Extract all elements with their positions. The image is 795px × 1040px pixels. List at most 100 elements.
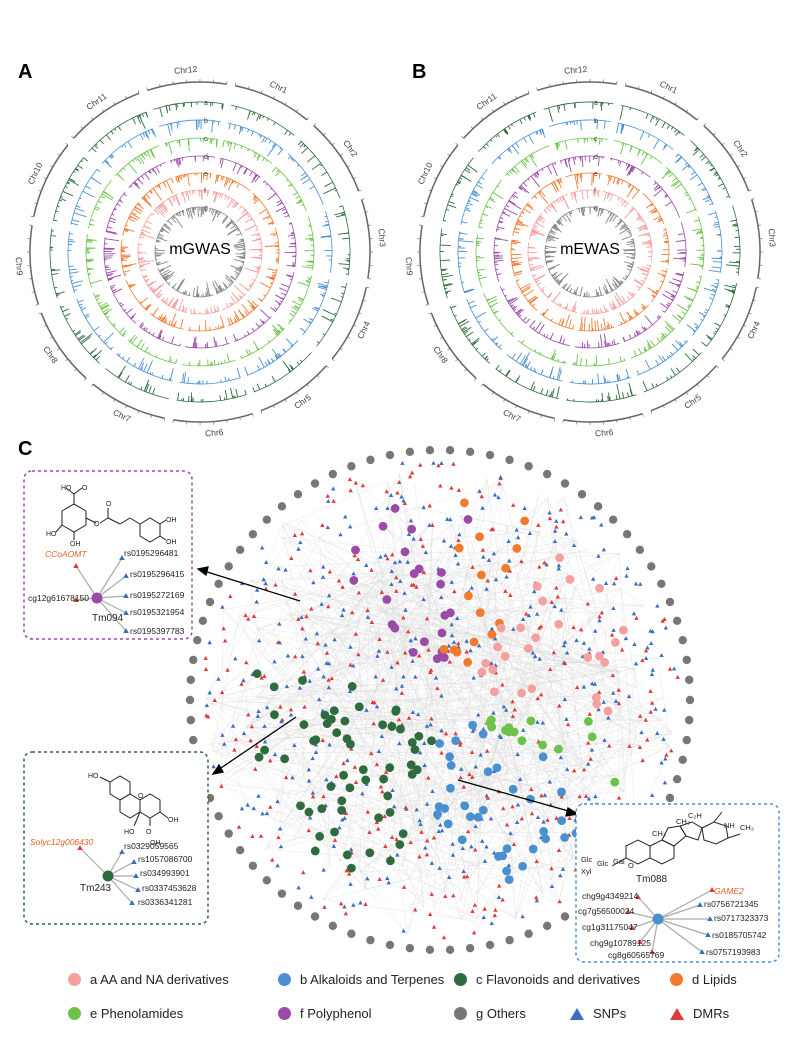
feature-triangle [401,674,406,679]
feature-triangle [383,553,388,558]
track-letter: a [594,100,598,107]
feature-triangle [350,610,355,615]
metabolite-node [524,929,533,938]
feature-triangle [390,552,395,557]
feature-triangle [497,733,502,738]
atom-label: HO [124,829,135,836]
metabolite-node [440,804,450,813]
feature-triangle [581,640,587,645]
feature-triangle [492,492,498,497]
feature-triangle [400,460,405,465]
feature-triangle [365,614,371,619]
feature-triangle [512,707,517,712]
metabolite-node [577,490,587,499]
feature-triangle [283,775,289,780]
feature-triangle [341,761,346,766]
metabolite-node [361,775,371,785]
feature-triangle [558,507,563,512]
metabolite-node [493,642,502,652]
feature-triangle [596,707,601,712]
feature-triangle [336,578,342,583]
feature-triangle [339,613,345,618]
feature-triangle [378,554,383,559]
feature-triangle [239,681,244,686]
feature-triangle [478,752,483,757]
feature-triangle [629,925,635,930]
feature-triangle [471,675,476,680]
feature-triangle [369,567,374,572]
feature-triangle [507,568,513,573]
feature-triangle [320,738,325,743]
feature-triangle [320,574,326,579]
circos-center-label-mewas: mEWAS [560,241,620,258]
feature-triangle [275,863,280,868]
feature-triangle [616,701,622,706]
metabolite-node [293,490,303,499]
feature-triangle [412,907,418,912]
metabolite-node [309,736,318,746]
feature-triangle [351,902,356,907]
feature-triangle [485,795,491,800]
chromosome-label: Chr1 [658,79,679,96]
metabolite-node [504,875,514,885]
metabolite-node [427,736,436,746]
feature-triangle [216,676,221,681]
feature-triangle [321,867,326,872]
metabolite-node [492,763,502,773]
legend-dot-g [454,1007,467,1020]
feature-triangle [380,677,386,682]
feature-triangle [514,527,519,532]
feature-triangle [556,563,562,568]
feature-triangle [534,859,539,864]
feature-triangle [661,736,666,741]
atom-label: O [106,501,112,508]
feature-triangle [321,794,326,799]
metabolite-node [524,462,533,471]
chromosome-arc [29,225,40,305]
feature-triangle [591,515,597,520]
feature-triangle [259,545,265,550]
feature-triangle [709,887,715,892]
metabolite-node [678,635,687,645]
feature-triangle [358,900,363,905]
feature-triangle [649,671,655,676]
chromosome-label: Chr11 [84,91,108,112]
metabolite-node [555,553,565,563]
metabolite-node [326,782,336,791]
atom-label: HO [46,531,57,538]
feature-triangle [326,498,331,503]
feature-triangle [449,622,454,627]
feature-triangle [430,522,435,527]
feature-triangle [225,667,230,672]
feature-triangle [565,722,571,727]
feature-triangle [453,731,458,736]
metabolite-node [193,635,202,645]
feature-triangle [429,891,434,896]
feature-triangle [401,498,406,503]
feature-triangle [401,615,406,620]
feature-triangle [207,640,212,645]
feature-triangle [347,477,353,482]
feature-triangle [537,625,542,630]
snp-label: rs0195321954 [130,607,185,617]
feature-triangle [243,613,248,618]
chromosome-arc [482,383,555,420]
metabolite-node [682,735,691,745]
feature-triangle [272,659,277,664]
arrows [196,566,580,817]
metabolite-node [502,844,512,854]
feature-triangle [420,543,426,548]
feature-triangle [326,685,332,690]
feature-triangle [610,673,616,678]
metabolite-node [435,739,444,748]
feature-triangle [537,656,542,661]
metabolite-node [436,579,445,589]
feature-triangle [283,567,288,572]
feature-triangle [374,704,380,709]
feature-triangle [233,656,238,661]
feature-triangle [376,826,381,831]
feature-triangle [586,761,591,766]
feature-triangle [232,747,237,752]
feature-triangle [438,822,443,827]
feature-triangle [541,819,546,824]
